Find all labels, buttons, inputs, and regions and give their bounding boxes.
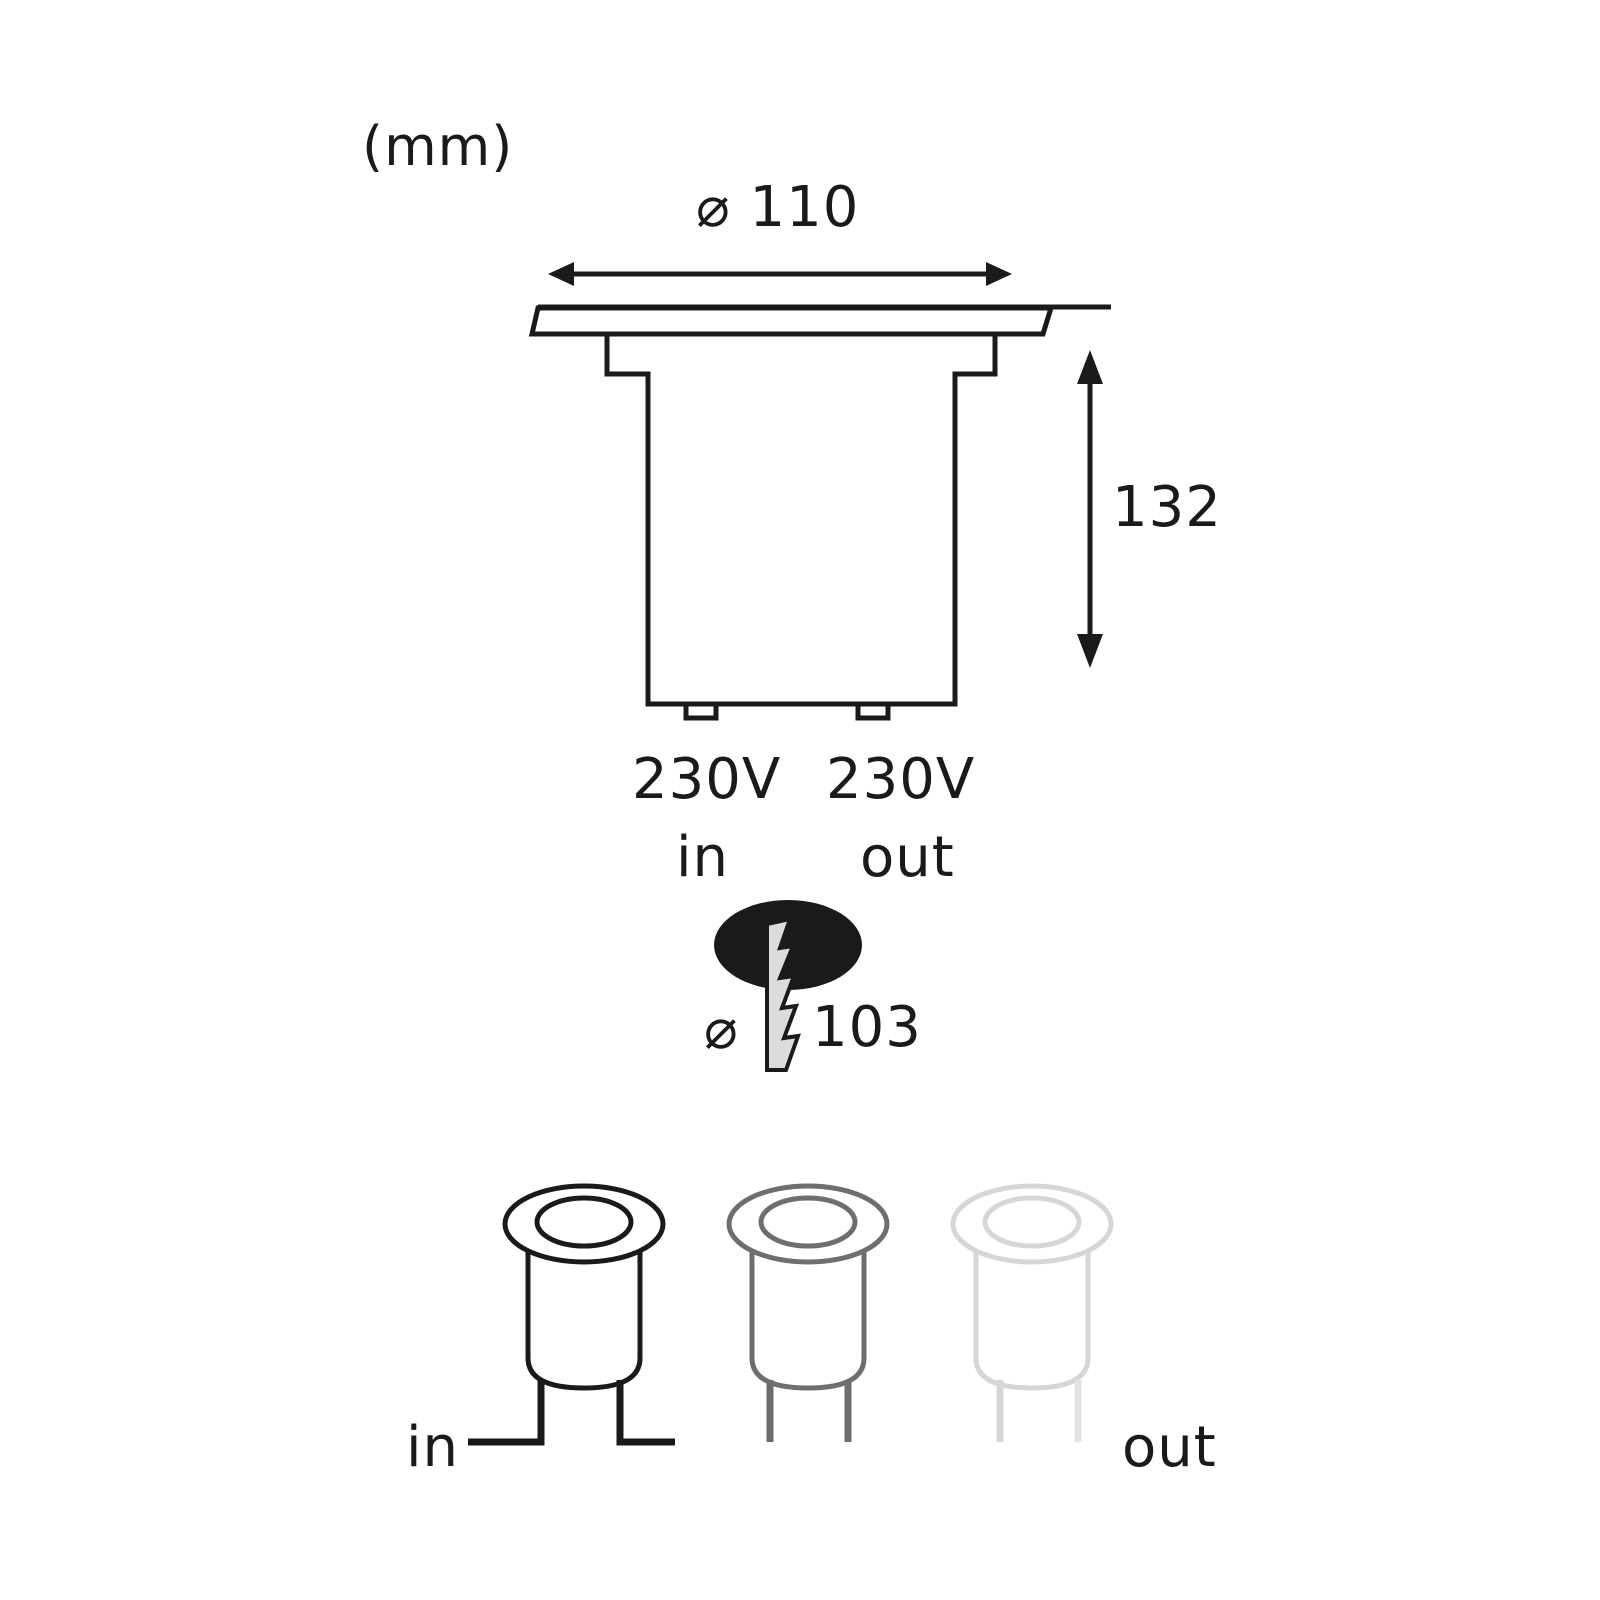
chain-fixture-2	[726, 1183, 890, 1442]
chain-out-label: out	[1122, 1415, 1217, 1480]
unit-label: (mm)	[362, 115, 514, 178]
chain-fixture-3	[950, 1183, 1114, 1442]
top-diameter-label: ⌀ 110	[696, 175, 860, 240]
height-dimension-arrow	[1077, 350, 1103, 668]
connector-in-direction: in	[676, 825, 730, 890]
cutout-diameter-value: 103	[812, 995, 922, 1060]
connector-out-stub	[855, 701, 891, 721]
connector-out-direction: out	[860, 825, 955, 890]
fixture-body	[528, 305, 1055, 721]
connector-out-voltage: 230V	[826, 747, 976, 812]
connector-in-voltage: 230V	[632, 747, 782, 812]
chain-in-label: in	[406, 1415, 460, 1480]
cutout-diameter-symbol: ⌀	[704, 997, 739, 1062]
width-dimension-arrow	[548, 262, 1012, 286]
chain-wiring-diagram	[468, 1183, 1122, 1446]
height-label: 132	[1112, 475, 1222, 540]
connector-in-stub	[683, 701, 719, 721]
cutout-drill-icon	[714, 900, 862, 1072]
chain-fixture-1	[468, 1183, 675, 1446]
